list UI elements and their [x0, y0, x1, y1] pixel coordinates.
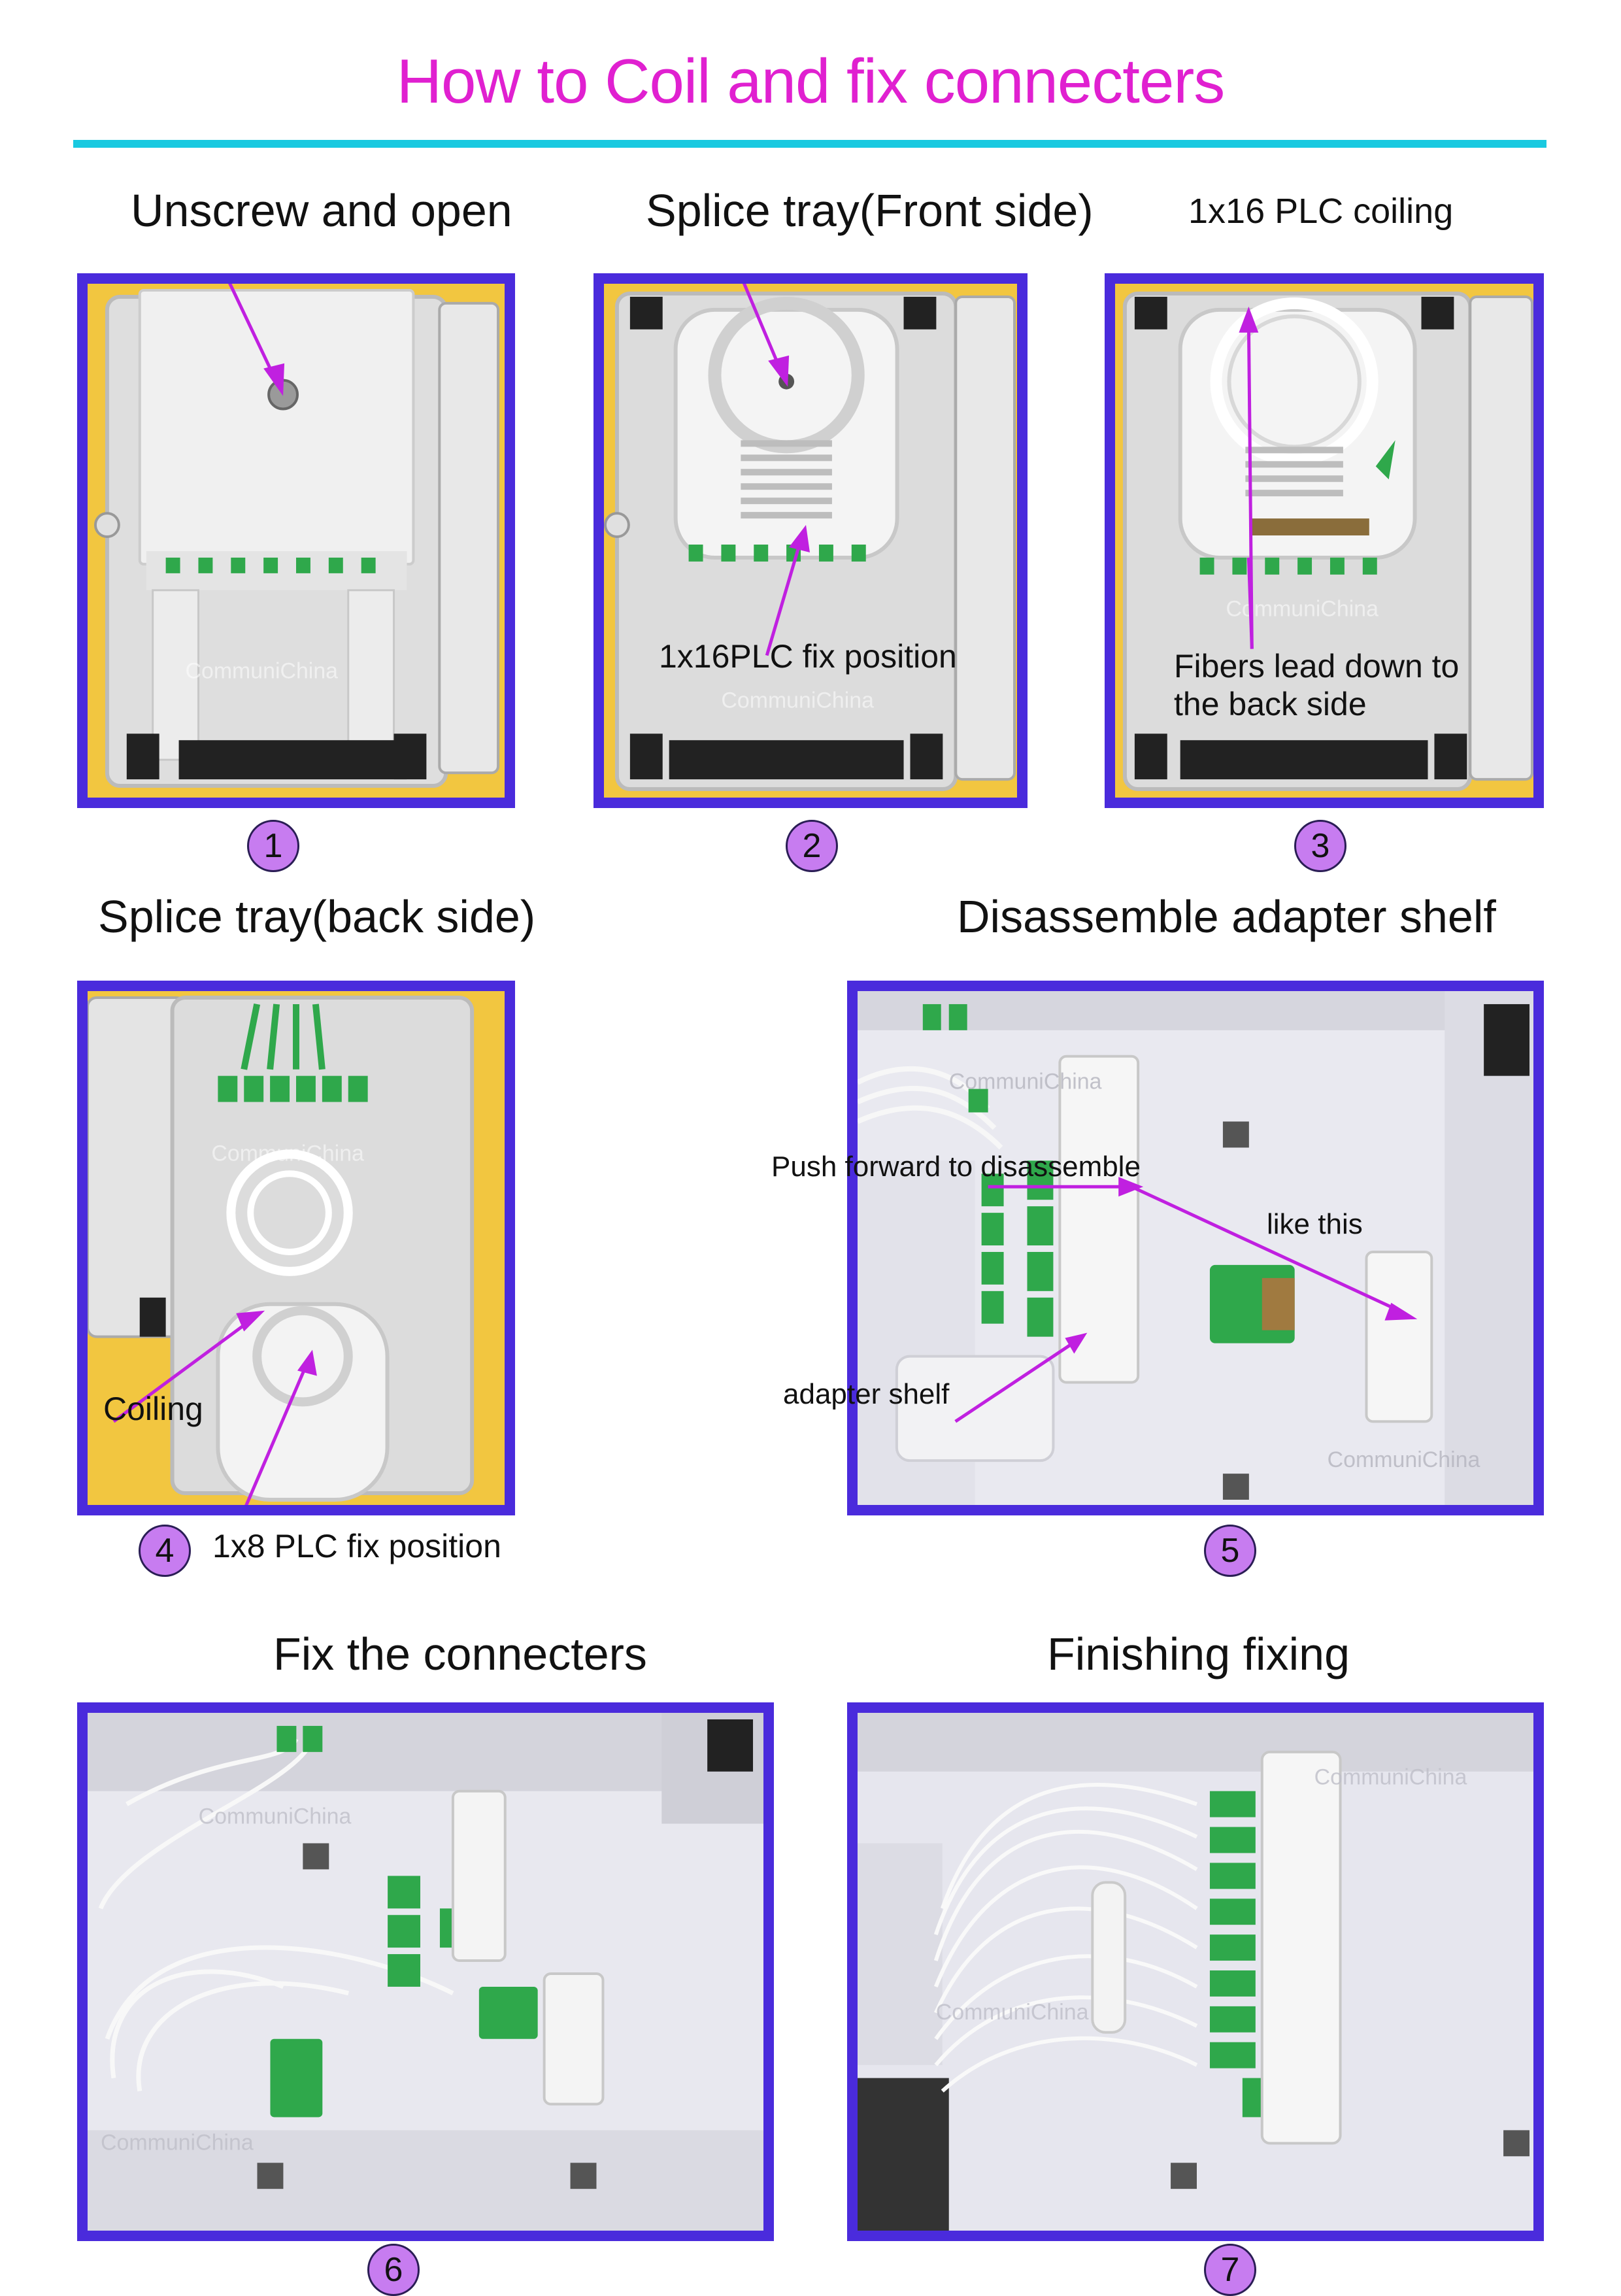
svg-text:CommuniChina: CommuniChina	[721, 688, 874, 713]
step-1-badge: 1	[247, 820, 299, 872]
step-4-badge: 4	[139, 1525, 191, 1577]
step-4-caption: Splice tray(back side)	[98, 891, 536, 942]
step-1-caption: Unscrew and open	[131, 185, 512, 236]
label-like-this: like this	[1267, 1208, 1363, 1240]
svg-text:CommuniChina: CommuniChina	[186, 658, 339, 683]
label-1x8-plc-fix-position: 1x8 PLC fix position	[212, 1528, 501, 1564]
svg-text:CommuniChina: CommuniChina	[101, 2130, 254, 2155]
svg-text:CommuniChina: CommuniChina	[936, 2000, 1089, 2025]
step-2-badge: 2	[786, 820, 838, 872]
svg-text:CommuniChina: CommuniChina	[1314, 1765, 1467, 1790]
step-7-caption: Finishing fixing	[1047, 1629, 1350, 1680]
step-6-badge: 6	[367, 2244, 420, 2296]
svg-text:CommuniChina: CommuniChina	[949, 1070, 1102, 1094]
page-title: How to Coil and fix connecters	[396, 46, 1226, 116]
photo-step-5: CommuniChina CommuniChina	[847, 981, 1544, 1515]
step-5-badge: 5	[1204, 1525, 1256, 1577]
step-6-caption: Fix the connecters	[273, 1629, 647, 1680]
title-divider	[73, 140, 1546, 148]
label-1x16-plc-fix-position: 1x16PLC fix position	[659, 638, 957, 675]
step-5-caption: Disassemble adapter shelf	[957, 891, 1496, 942]
photo-step-4: CommuniChina	[77, 981, 515, 1515]
step-3-caption: 1x16 PLC coiling	[1188, 192, 1454, 231]
label-fibers-lead-down-line-1: Fibers lead down to	[1174, 648, 1460, 684]
label-fibers-lead-down-line-2: the back side	[1174, 686, 1367, 722]
svg-text:CommuniChina: CommuniChina	[199, 1804, 352, 1829]
step-3-badge: 3	[1294, 820, 1346, 872]
svg-text:CommuniChina: CommuniChina	[211, 1141, 364, 1166]
svg-text:CommuniChina: CommuniChina	[1328, 1447, 1480, 1472]
label-push-forward: Push forward to disassemble	[771, 1151, 1141, 1183]
label-adapter-shelf: adapter shelf	[783, 1378, 950, 1410]
photo-step-2: CommuniChina	[593, 273, 1028, 808]
step-7-badge: 7	[1204, 2244, 1256, 2296]
photo-step-3: CommuniChina	[1105, 273, 1544, 808]
photo-step-1: CommuniChina	[77, 273, 515, 808]
label-coiling: Coiling	[103, 1391, 203, 1427]
photo-step-7: CommuniChina CommuniChina	[847, 1702, 1544, 2241]
step-2-caption: Splice tray(Front side)	[646, 185, 1094, 236]
photo-step-6: CommuniChina CommuniChina	[77, 1702, 774, 2241]
